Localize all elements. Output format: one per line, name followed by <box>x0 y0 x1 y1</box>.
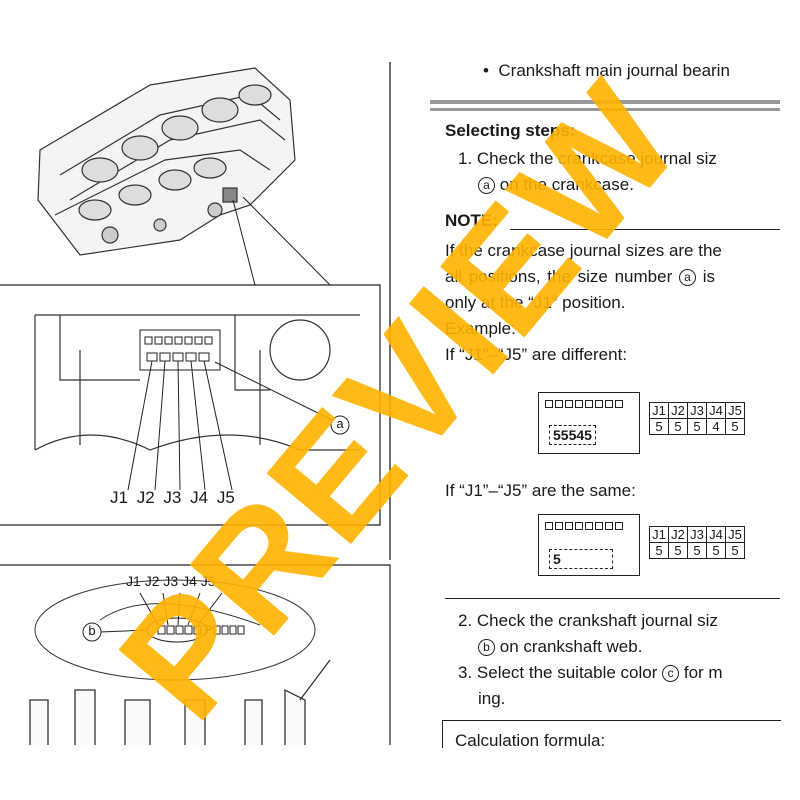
bullet-line: • Crankshaft main journal bearin <box>483 60 730 82</box>
step3-line1-text: 3. Select the suitable color <box>458 663 658 682</box>
lower-detail-box <box>0 564 391 745</box>
callout-b-label: b <box>88 623 96 638</box>
step2-line2-text: on crankshaft web. <box>499 637 643 656</box>
if-different-label: If “J1”–“J5” are different: <box>445 345 628 364</box>
lower-journal-labels: J1 J2 J3 J4 J5 <box>126 570 216 592</box>
table-cell: 5 <box>725 418 745 435</box>
section-rule <box>445 598 780 599</box>
note-line2b: is <box>702 267 715 286</box>
mark-a: a <box>678 269 696 286</box>
journal-table-different: J1 J2 J3 J4 J5 5 5 5 4 5 <box>649 402 745 435</box>
code-box-different: 55545 <box>538 392 640 454</box>
table-header: J5 <box>725 526 745 543</box>
table-cell: 5 <box>649 418 669 435</box>
table-header: J4 <box>706 402 726 419</box>
code-value-same: 5 <box>549 549 613 569</box>
table-cell: 5 <box>687 542 707 559</box>
note-line2a: all positions, the size number <box>445 267 673 286</box>
code-box-same: 5 <box>538 514 640 576</box>
label-j3: J3 <box>163 488 182 507</box>
label-j3: J3 <box>163 573 179 589</box>
table-header: J5 <box>725 402 745 419</box>
note-line1: If the crankcase journal sizes are the <box>445 241 722 260</box>
callout-b-circle <box>82 622 102 642</box>
code-dots <box>545 400 623 408</box>
formula-label: Calculation formula: <box>455 731 606 750</box>
table-header: J4 <box>706 526 726 543</box>
table-cell: 5 <box>668 418 688 435</box>
table-header: J2 <box>668 526 688 543</box>
mark-a: a <box>478 177 495 194</box>
step1-line2: a on the crankcase. <box>478 174 634 196</box>
table-cell: 5 <box>725 542 745 559</box>
label-j5: J5 <box>200 573 216 589</box>
label-j2: J2 <box>136 488 155 507</box>
table-header: J2 <box>668 402 688 419</box>
label-j5: J5 <box>216 488 235 507</box>
label-j4: J4 <box>190 488 209 507</box>
separator-bar-2 <box>430 108 780 111</box>
upper-detail-box <box>0 284 381 526</box>
mark-b: b <box>478 639 495 656</box>
step1-line2-text: on the crankcase. <box>499 175 634 194</box>
example-label: Example: <box>445 319 516 338</box>
callout-a-circle <box>330 415 350 435</box>
mark-c: c <box>662 665 680 682</box>
crank-code-prefix: P <box>205 624 213 636</box>
table-header: J1 <box>649 402 669 419</box>
table-header: J3 <box>687 402 707 419</box>
step1-line1: 1. Check the crankcase journal siz <box>458 149 717 168</box>
note-rule <box>510 229 780 230</box>
step3-line1b-text: for m <box>683 663 723 682</box>
code-dots <box>545 522 623 530</box>
journal-table-same: J1 J2 J3 J4 J5 5 5 5 5 5 <box>649 526 745 559</box>
table-cell: 5 <box>687 418 707 435</box>
note-heading: NOTE: <box>445 211 498 230</box>
formula-box <box>442 720 781 751</box>
label-j4: J4 <box>182 573 197 589</box>
crankcase-drawing <box>37 67 296 256</box>
table-cell: 5 <box>668 542 688 559</box>
separator-bar <box>430 100 780 104</box>
bullet-symbol: • <box>483 61 489 80</box>
note-line2: all positions, the size number a is <box>445 266 715 288</box>
callout-a-label: a <box>336 416 344 431</box>
label-j1: J1 <box>110 488 128 507</box>
section-heading: Selecting steps: <box>445 121 576 140</box>
table-header: J3 <box>687 526 707 543</box>
table-header: J1 <box>649 526 669 543</box>
label-j2: J2 <box>144 573 160 589</box>
step3-line2: ing. <box>478 689 506 708</box>
engine-figure <box>0 62 391 745</box>
table-cell: 4 <box>706 418 726 435</box>
step3-line1: 3. Select the suitable color c for m <box>458 662 723 684</box>
step2-line2: b on crankshaft web. <box>478 636 642 658</box>
table-cell: 5 <box>649 542 669 559</box>
step2-line1: 2. Check the crankshaft journal siz <box>458 611 718 630</box>
label-j1: J1 <box>126 573 141 589</box>
if-same-label: If “J1”–“J5” are the same: <box>445 481 636 500</box>
upper-journal-labels: J1 J2 J3 J4 J5 <box>110 487 235 509</box>
code-value-different: 55545 <box>549 425 596 445</box>
note-line3: only at the “J1” position. <box>445 293 626 312</box>
table-cell: 5 <box>706 542 726 559</box>
bullet-text: Crankshaft main journal bearin <box>498 61 730 80</box>
page-bottom-margin <box>0 748 800 800</box>
